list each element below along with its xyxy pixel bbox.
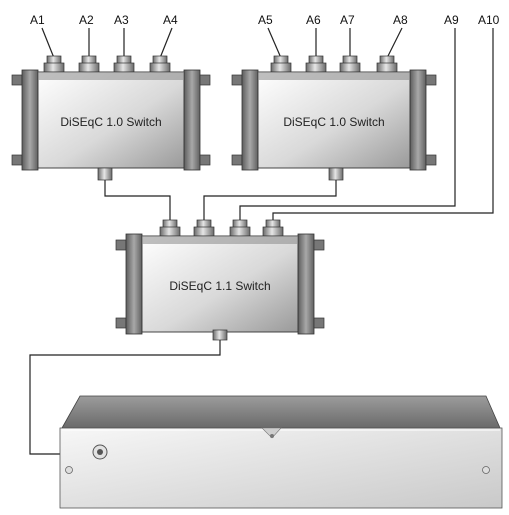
receiver-screw-left [65, 466, 73, 474]
port-label-a1: A1 [30, 13, 45, 27]
switch-center: DiSEqC 1.1 Switch [115, 219, 325, 341]
switch-left-ports [43, 55, 171, 74]
switch-center-output-port [212, 329, 228, 341]
receiver-notch [261, 427, 282, 439]
switch-right-label: DiSEqC 1.0 Switch [283, 115, 384, 129]
receiver-front [59, 427, 503, 509]
port-label-a9: A9 [444, 13, 459, 27]
interconnect-cables [29, 28, 494, 455]
switch-left-label: DiSEqC 1.0 Switch [60, 115, 161, 129]
port-label-a3: A3 [114, 13, 129, 27]
receiver [59, 395, 503, 509]
switch-right-ports [270, 55, 398, 74]
switch-right: DiSEqC 1.0 Switch [231, 55, 437, 181]
switch-right-output-port [328, 167, 344, 181]
switch-center-label: DiSEqC 1.1 Switch [169, 279, 270, 293]
port-label-a5: A5 [258, 13, 273, 27]
receiver-top [61, 395, 501, 429]
port-label-a7: A7 [340, 13, 355, 27]
switch-left-output-port [97, 167, 113, 181]
input-cables [41, 27, 403, 59]
port-label-a6: A6 [306, 13, 321, 27]
port-label-a4: A4 [163, 13, 178, 27]
port-label-a8: A8 [393, 13, 408, 27]
port-label-a10: A10 [478, 13, 500, 27]
receiver-screw-right [482, 466, 490, 474]
switch-left: DiSEqC 1.0 Switch [11, 55, 211, 181]
port-label-a2: A2 [79, 13, 94, 27]
